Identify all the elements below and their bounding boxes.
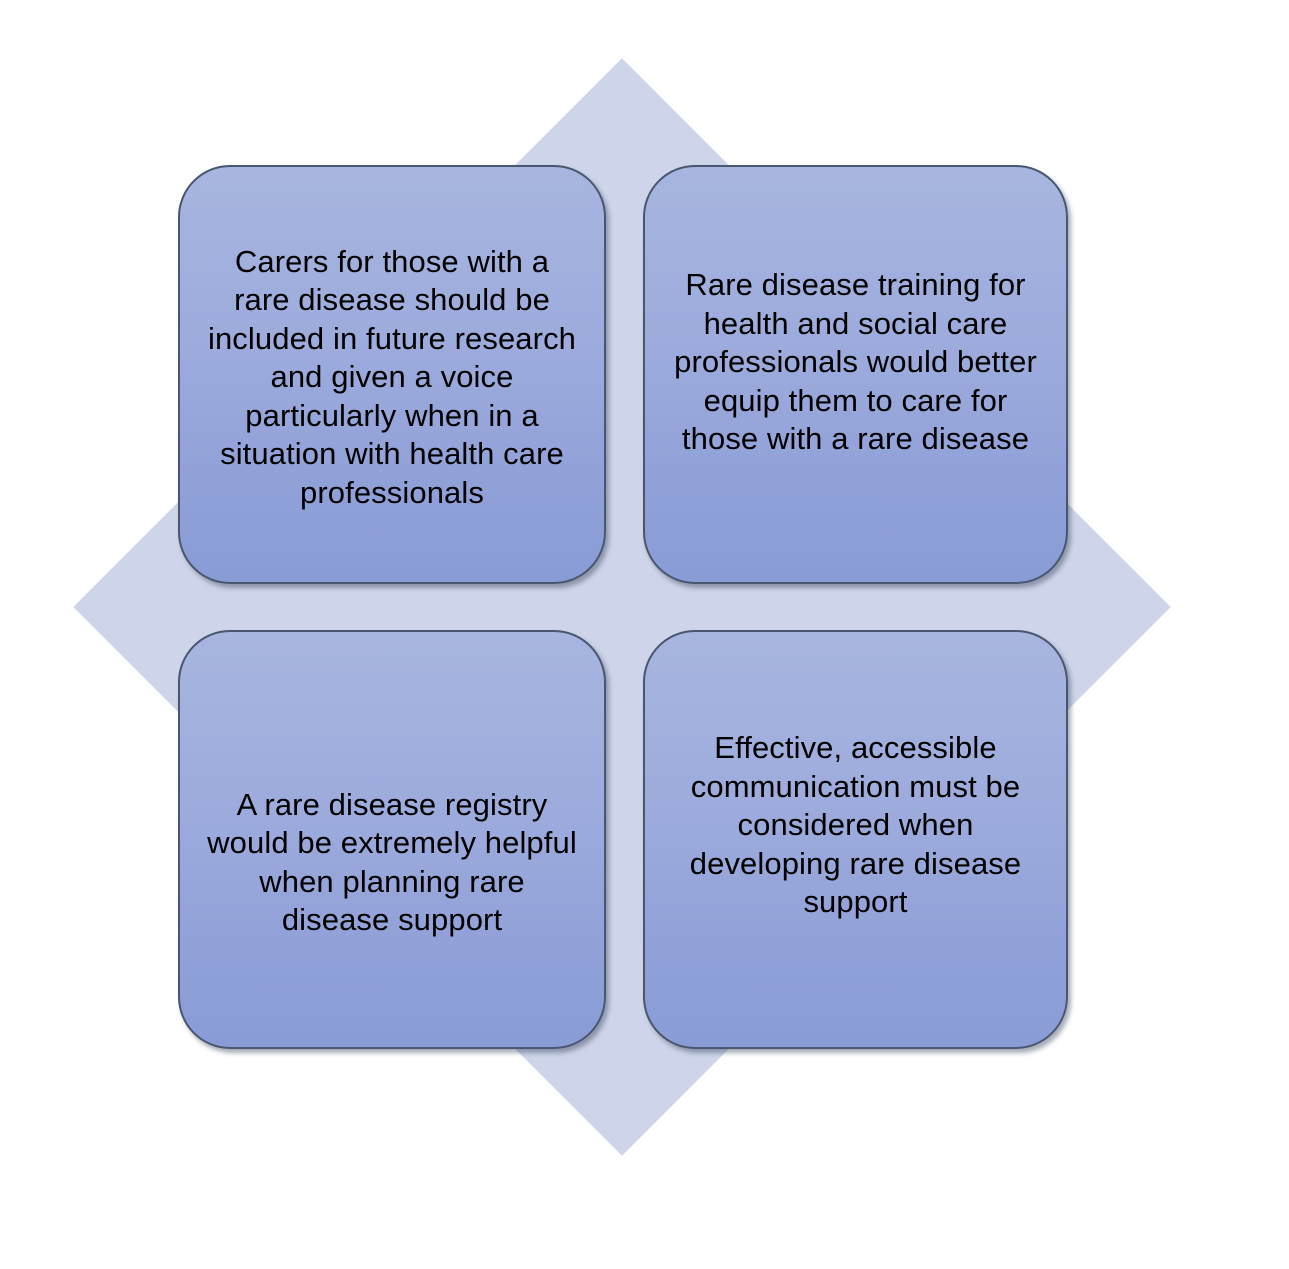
concept-box-bottom-left[interactable]: A rare disease registry would be extreme… (178, 630, 606, 1049)
concept-box-top-right-text: Rare disease training for health and soc… (674, 267, 1037, 457)
concept-box-bottom-right[interactable]: Effective, accessible communication must… (643, 630, 1068, 1049)
concept-box-bottom-left-text: A rare disease registry would be extreme… (207, 786, 577, 938)
concept-box-bottom-right-text: Effective, accessible communication must… (689, 730, 1022, 920)
concept-box-top-right[interactable]: Rare disease training for health and soc… (643, 165, 1068, 584)
concept-box-top-left-text: Carers for those with a rare disease sho… (207, 243, 577, 510)
concept-box-top-left[interactable]: Carers for those with a rare disease sho… (178, 165, 606, 584)
